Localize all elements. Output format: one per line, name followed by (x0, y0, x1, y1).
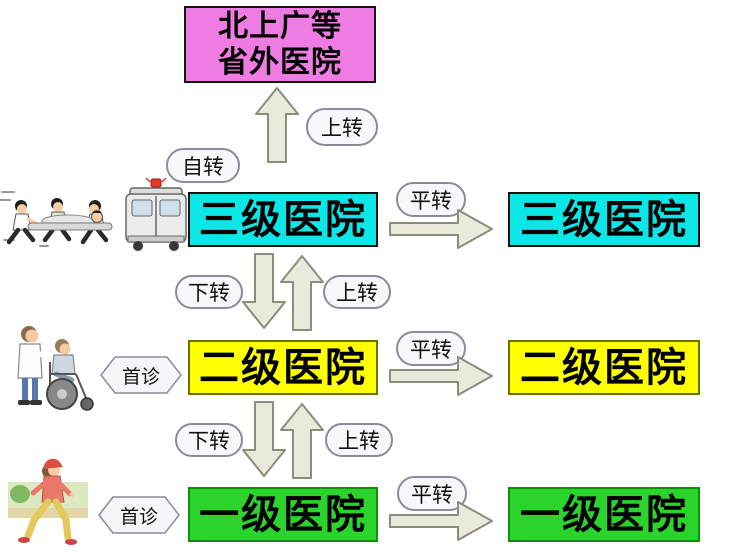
self-transfer-label: 自转 (182, 154, 224, 179)
lateral-transfer-label-secondary: 平转 (410, 337, 452, 362)
up-transfer-pill-1: 上转 (323, 275, 391, 309)
first-visit-label-secondary: 首诊 (121, 366, 160, 388)
doctor-wheelchair-illustration (17, 326, 94, 411)
primary-hospital-left-label: 一级医院 (199, 492, 367, 537)
down-arrow-secondary-to-primary-icon (242, 401, 286, 477)
secondary-hospital-box-left: 二级医院 (188, 340, 378, 395)
up-transfer-label-top: 上转 (321, 116, 363, 140)
out-of-province-hospital-box: 北上广等 省外医院 (184, 6, 376, 83)
first-visit-hexagon-primary: 首诊 (98, 496, 180, 534)
walking-person-illustration (8, 458, 88, 545)
out-of-province-line2: 省外医院 (218, 45, 342, 79)
right-arrow-tertiary-icon (389, 209, 493, 249)
first-visit-hexagon-secondary: 首诊 (100, 356, 182, 394)
hexagon-shape-icon (98, 496, 180, 534)
lateral-transfer-pill-tertiary: 平转 (396, 182, 466, 217)
primary-hospital-box-right: 一级医院 (508, 487, 700, 542)
out-of-province-line1: 北上广等 (218, 9, 342, 43)
primary-hospital-box-left: 一级医院 (188, 487, 378, 542)
up-arrow-to-province-icon (255, 87, 299, 163)
up-transfer-label-1: 上转 (336, 281, 378, 305)
first-visit-label-primary: 首诊 (119, 506, 158, 528)
secondary-hospital-box-right: 二级医院 (508, 340, 700, 395)
down-transfer-pill-2: 下转 (175, 423, 243, 457)
right-arrow-secondary-icon (389, 356, 493, 396)
out-of-province-hospital-label: 北上广等 省外医院 (218, 9, 342, 81)
down-transfer-label-1: 下转 (188, 281, 230, 305)
lateral-transfer-label-tertiary: 平转 (410, 188, 452, 213)
right-arrow-primary-icon (389, 501, 493, 541)
tertiary-hospital-left-label: 三级医院 (199, 197, 367, 242)
self-transfer-pill: 自转 (166, 148, 240, 183)
secondary-hospital-right-label: 二级医院 (520, 345, 688, 390)
down-transfer-label-2: 下转 (188, 429, 230, 453)
lateral-transfer-pill-primary: 平转 (397, 476, 467, 511)
primary-hospital-right-label: 一级医院 (520, 492, 688, 537)
emergency-stretcher-ambulance-illustration (0, 177, 187, 251)
up-transfer-pill-top: 上转 (306, 108, 378, 146)
tertiary-hospital-box-left: 三级医院 (188, 192, 378, 247)
down-transfer-pill-1: 下转 (175, 275, 243, 309)
tertiary-hospital-right-label: 三级医院 (520, 197, 688, 242)
up-transfer-label-2: 上转 (338, 429, 380, 453)
up-arrow-primary-to-secondary-icon (280, 403, 324, 479)
stretcher-icon (27, 210, 113, 231)
ambulance-icon (125, 177, 187, 251)
lateral-transfer-label-primary: 平转 (411, 482, 453, 507)
down-arrow-tertiary-to-secondary-icon (242, 253, 286, 329)
lateral-transfer-pill-secondary: 平转 (396, 331, 466, 366)
hexagon-shape-icon (100, 356, 182, 394)
secondary-hospital-left-label: 二级医院 (199, 345, 367, 390)
up-transfer-pill-2: 上转 (325, 423, 393, 457)
tertiary-hospital-box-right: 三级医院 (508, 192, 700, 247)
up-arrow-secondary-to-tertiary-icon (280, 255, 324, 331)
